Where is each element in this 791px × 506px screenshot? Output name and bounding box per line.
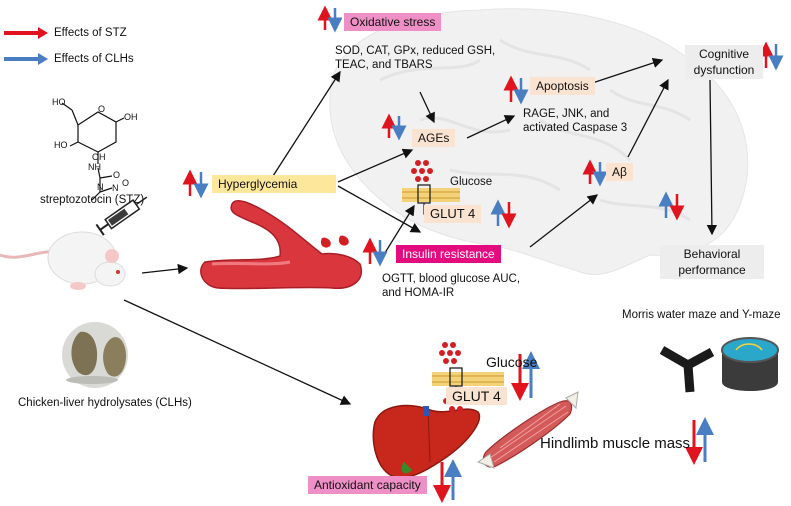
liver-image xyxy=(372,404,481,479)
stz-atom-nh: NH xyxy=(88,162,101,172)
hindlimb-muscle-label: Hindlimb muscle mass xyxy=(540,435,691,452)
antioxidant-capacity-box: Antioxidant capacity xyxy=(308,476,427,494)
water-maze-image xyxy=(721,337,779,391)
apoptosis-markers: RAGE, JNK, and activated Caspase 3 xyxy=(523,107,627,135)
apoptosis-box: Apoptosis xyxy=(530,77,595,95)
stz-atom-o-carbonyl: O xyxy=(113,170,121,180)
oxidative-markers-line-2: TEAC, and TBARS xyxy=(335,59,433,71)
membrane-transporter-top xyxy=(402,184,460,215)
stz-atom-oh2: OH xyxy=(92,152,106,162)
indicator-glut4-top xyxy=(490,199,517,229)
indicator-antioxidant xyxy=(433,459,462,503)
syringe-icon xyxy=(95,196,148,236)
insulin-markers-line-2: and HOMA-IR xyxy=(382,287,455,299)
membrane-transporter-bottom xyxy=(432,367,504,393)
indicator-hindlimb xyxy=(685,417,714,465)
stz-atom-ho1: HO xyxy=(52,97,66,107)
indicator-insulin xyxy=(362,237,388,267)
indicator-behavioral xyxy=(658,191,685,221)
flow-arrows xyxy=(123,57,718,405)
insulin-markers-line-1: OGTT, blood glucose AUC, xyxy=(382,273,521,285)
legend-stz-arrow xyxy=(4,27,48,39)
indicator-cognitive xyxy=(758,41,784,71)
abeta-box: Aβ xyxy=(606,163,633,181)
oxidative-markers-line-1: SOD, CAT, GPx, reduced GSH, xyxy=(335,45,496,57)
behavior-tests-label: Morris water maze and Y-maze xyxy=(622,309,781,321)
indicator-glucose-glut4-bottom xyxy=(511,351,540,401)
muscle-image xyxy=(476,391,579,469)
indicator-apoptosis xyxy=(503,75,529,105)
stz-structure-icon xyxy=(61,102,125,201)
oxidative-markers: SOD, CAT, GPx, reduced GSH, TEAC, and TB… xyxy=(335,44,495,72)
stz-atom-n1: N xyxy=(97,182,104,192)
glucose-label-top: Glucose xyxy=(450,176,493,188)
apoptosis-markers-line-1: RAGE, JNK, and xyxy=(523,108,610,120)
stz-atom-n2: N xyxy=(112,183,119,193)
stz-atom-o-nitroso: O xyxy=(122,178,130,188)
stz-atom-oh1: OH xyxy=(124,112,138,122)
apoptosis-markers-line-2: activated Caspase 3 xyxy=(523,122,628,134)
glucose-label-bottom: Glucose xyxy=(486,354,538,370)
mouse-image xyxy=(0,231,126,290)
clh-label: Chicken-liver hydrolysates (CLHs) xyxy=(18,397,192,409)
oxidative-stress-box: Oxidative stress xyxy=(344,13,442,31)
indicator-hyperglycemia xyxy=(182,169,209,199)
indicator-abeta xyxy=(582,159,608,187)
stz-atom-o-ring: O xyxy=(98,104,106,114)
cognitive-dysfunction-box: Cognitive dysfunction xyxy=(685,45,763,79)
hyperglycemia-box: Hyperglycemia xyxy=(212,175,336,193)
indicator-oxidative xyxy=(317,5,343,33)
blood-vessel-image xyxy=(200,200,363,290)
glut4-box-bottom: GLUT 4 xyxy=(446,387,507,405)
glut4-box-top: GLUT 4 xyxy=(424,205,482,223)
stz-name: streptozotocin (STZ) xyxy=(40,194,145,206)
insulin-markers: OGTT, blood glucose AUC, and HOMA-IR xyxy=(382,272,520,300)
insulin-resistance-box: Insulin resistance xyxy=(396,245,501,263)
behavioral-performance-box: Behavioral performance xyxy=(660,245,764,279)
indicator-ages xyxy=(381,113,407,141)
ages-box: AGEs xyxy=(412,129,456,147)
stz-atom-ho2: HO xyxy=(54,140,68,150)
legend-stz-label: Effects of STZ xyxy=(54,27,127,39)
glucose-molecules-top xyxy=(411,160,433,182)
legend-clh-label: Effects of CLHs xyxy=(54,53,134,65)
legend-clh-arrow xyxy=(4,53,48,65)
clh-photo xyxy=(62,322,128,388)
y-maze-image xyxy=(659,346,715,393)
